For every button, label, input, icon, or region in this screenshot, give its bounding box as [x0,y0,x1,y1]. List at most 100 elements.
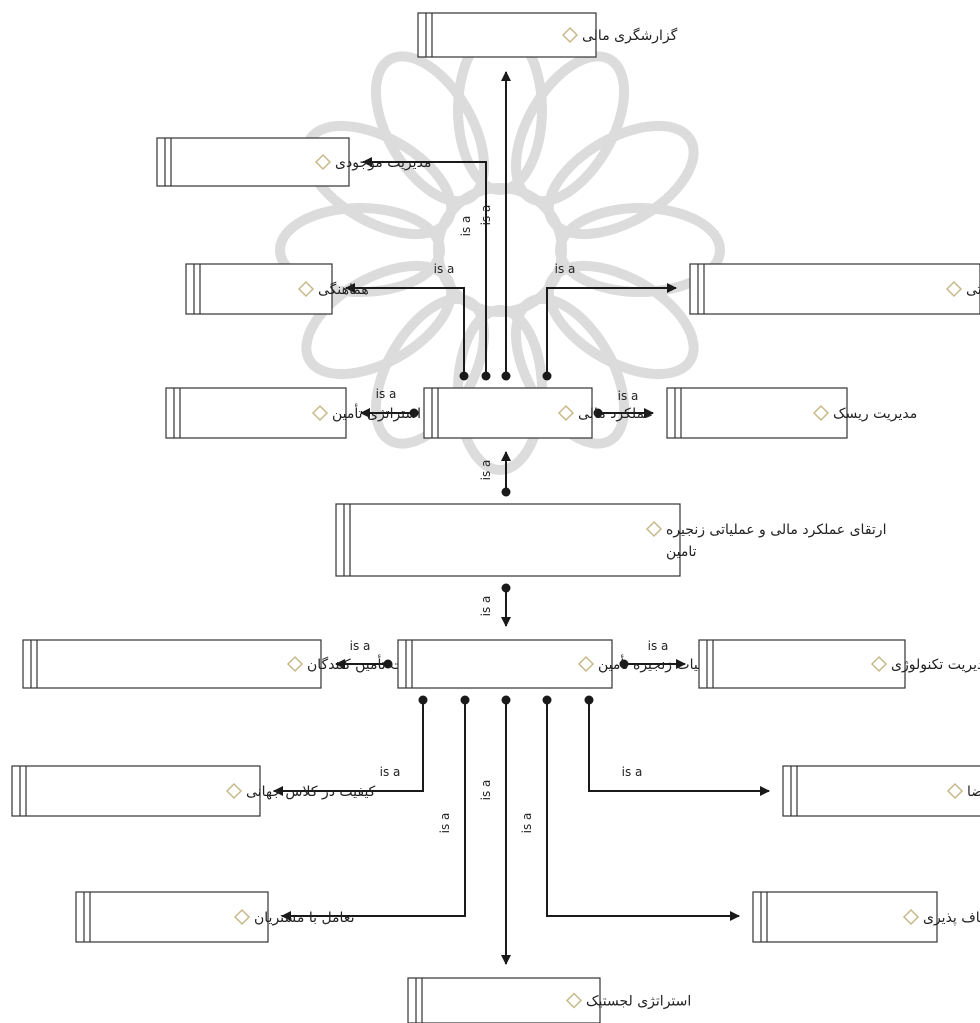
edge-start-dot [409,408,419,418]
edge-start-dot [619,659,629,669]
node-label: گزارشگری مالی [582,27,678,44]
edge-label: is a [479,460,493,481]
edge-supply-chain-operations-to-world-class-quality: is a [273,695,428,796]
edge-label: is a [648,639,669,653]
diamond-icon [225,782,243,800]
edge-supply-chain-operations-to-demand-planning: is a [584,695,770,796]
diamond-icon [577,655,595,673]
edge-layer: is a is a is a is a is a is a is a is a is a is a… [273,71,770,965]
edge-label: is a [376,387,397,401]
node-inventory-management[interactable]: مدیریت موجودی [156,137,431,187]
node-box [397,639,613,689]
diamond-icon [314,153,332,171]
diamond-icon [902,908,920,926]
edge-start-dot [501,695,511,705]
edge-financial-performance-to-sourcing-strategy: is a [360,387,419,418]
diamond-icon [557,404,575,422]
node-label: ارتقای عملکرد مالی و عملیاتی زنجیره [666,522,886,538]
edge-start-dot [459,371,469,381]
edge-label: is a [434,262,455,276]
watermark-emblem [275,25,725,475]
edge-label: is a [438,813,452,834]
edge-start-dot [501,487,511,497]
node-label: برنامه ریزی تقاضا [967,784,980,800]
edge-label: is a [479,780,493,801]
edge-start-dot [542,695,552,705]
edge-start-dot [501,371,511,381]
edge-line [546,700,740,921]
edge-financial-performance-to-inventory-management: is a [362,157,491,381]
edge-line [362,157,487,376]
node-label: استراتژی تأمین [332,403,421,422]
node-label: تامین [666,544,697,560]
edge-financial-performance-to-coordination: is a [345,262,469,381]
edge-supply-chain-operations-to-customer-interaction: is a [281,695,470,921]
diamond-icon [812,404,830,422]
diamond-icon [297,280,315,298]
node-layer: گزارشگری مالی مدیریت موجودی هماهنگی اقدامات… [11,12,980,1023]
node-label: استراتژی لجستیک [586,994,691,1010]
node-label: عملیات زنجیره تأمین [598,654,719,673]
node-technology-management[interactable]: مدیریت تکنولوژی [698,639,980,689]
edge-start-dot [418,695,428,705]
edge-supply-chain-operations-to-technology-management: is a [619,639,686,669]
edge-supply-chain-operations-to-flexibility: is a [520,695,740,921]
edge-label: is a [555,262,576,276]
node-label: مدیریت موجودی [335,155,431,171]
node-demand-planning[interactable]: برنامه ریزی تقاضا [782,765,980,817]
edge-label: is a [622,765,643,779]
edge-start-dot [481,371,491,381]
node-financial-reporting[interactable]: گزارشگری مالی [417,12,678,58]
node-operational-financial-actions[interactable]: اقدامات مالی در سطح عملیاتی [689,263,980,315]
node-flexibility[interactable]: انعطاف پذیری [752,891,980,943]
node-label: هماهنگی [318,281,369,298]
node-customer-interaction[interactable]: تعامل با مشتریان [75,891,355,943]
edge-start-dot [501,583,511,593]
edge-label: is a [520,813,534,834]
node-sourcing-strategy[interactable]: استراتژی تأمین [165,387,421,439]
edge-financial-performance-to-operational-financial-actions: is a [542,262,677,381]
node-root[interactable]: ارتقای عملکرد مالی و عملیاتی زنجیره تامین [335,503,886,577]
edge-line [273,700,424,796]
node-supply-chain-operations[interactable]: عملیات زنجیره تأمین [397,639,719,689]
edge-line [345,283,465,376]
edge-financial-performance-to-risk-management: is a [593,389,654,418]
edge-label: is a [618,389,639,403]
node-coordination[interactable]: هماهنگی [185,263,369,315]
diamond-icon [946,782,964,800]
node-box [689,263,980,315]
node-risk-management[interactable]: مدیریت ریسک [666,387,917,439]
diamond-icon [233,908,251,926]
node-label: انعطاف پذیری [923,910,980,926]
edge-start-dot [584,695,594,705]
node-box [698,639,906,689]
diamond-icon [945,280,963,298]
node-box [11,765,261,817]
edge-supply-chain-operations-to-supplier-relationship-management: is a [335,639,393,669]
diamond-icon [645,520,663,538]
edge-line [588,700,770,796]
edge-root-to-supply-chain-operations: is a [479,583,511,627]
edge-label: is a [459,216,473,237]
edge-label: is a [350,639,371,653]
diamond-icon [311,404,329,422]
node-box [22,639,322,689]
node-world-class-quality[interactable]: کیفیت در کلاس جهانی [11,765,376,817]
node-label: کیفیت در کلاس جهانی [246,784,376,800]
diamond-icon [286,655,304,673]
edge-line [281,700,466,921]
diamond-icon [870,655,888,673]
edge-label: is a [380,765,401,779]
edge-supply-chain-operations-to-logistics-strategy: is a [479,695,511,965]
node-label: مدیریت تکنولوژی [891,657,980,673]
node-financial-performance[interactable]: عملکرد مالی [423,387,653,439]
node-logistics-strategy[interactable]: استراتژی لجستیک [407,977,691,1023]
node-label: تعامل با مشتریان [254,910,355,926]
edge-line [546,283,677,376]
node-label: عملکرد مالی [578,406,653,422]
edge-start-dot [593,408,603,418]
edge-root-to-financial-performance: is a [479,451,511,497]
diamond-icon [561,26,579,44]
edge-start-dot [383,659,393,669]
